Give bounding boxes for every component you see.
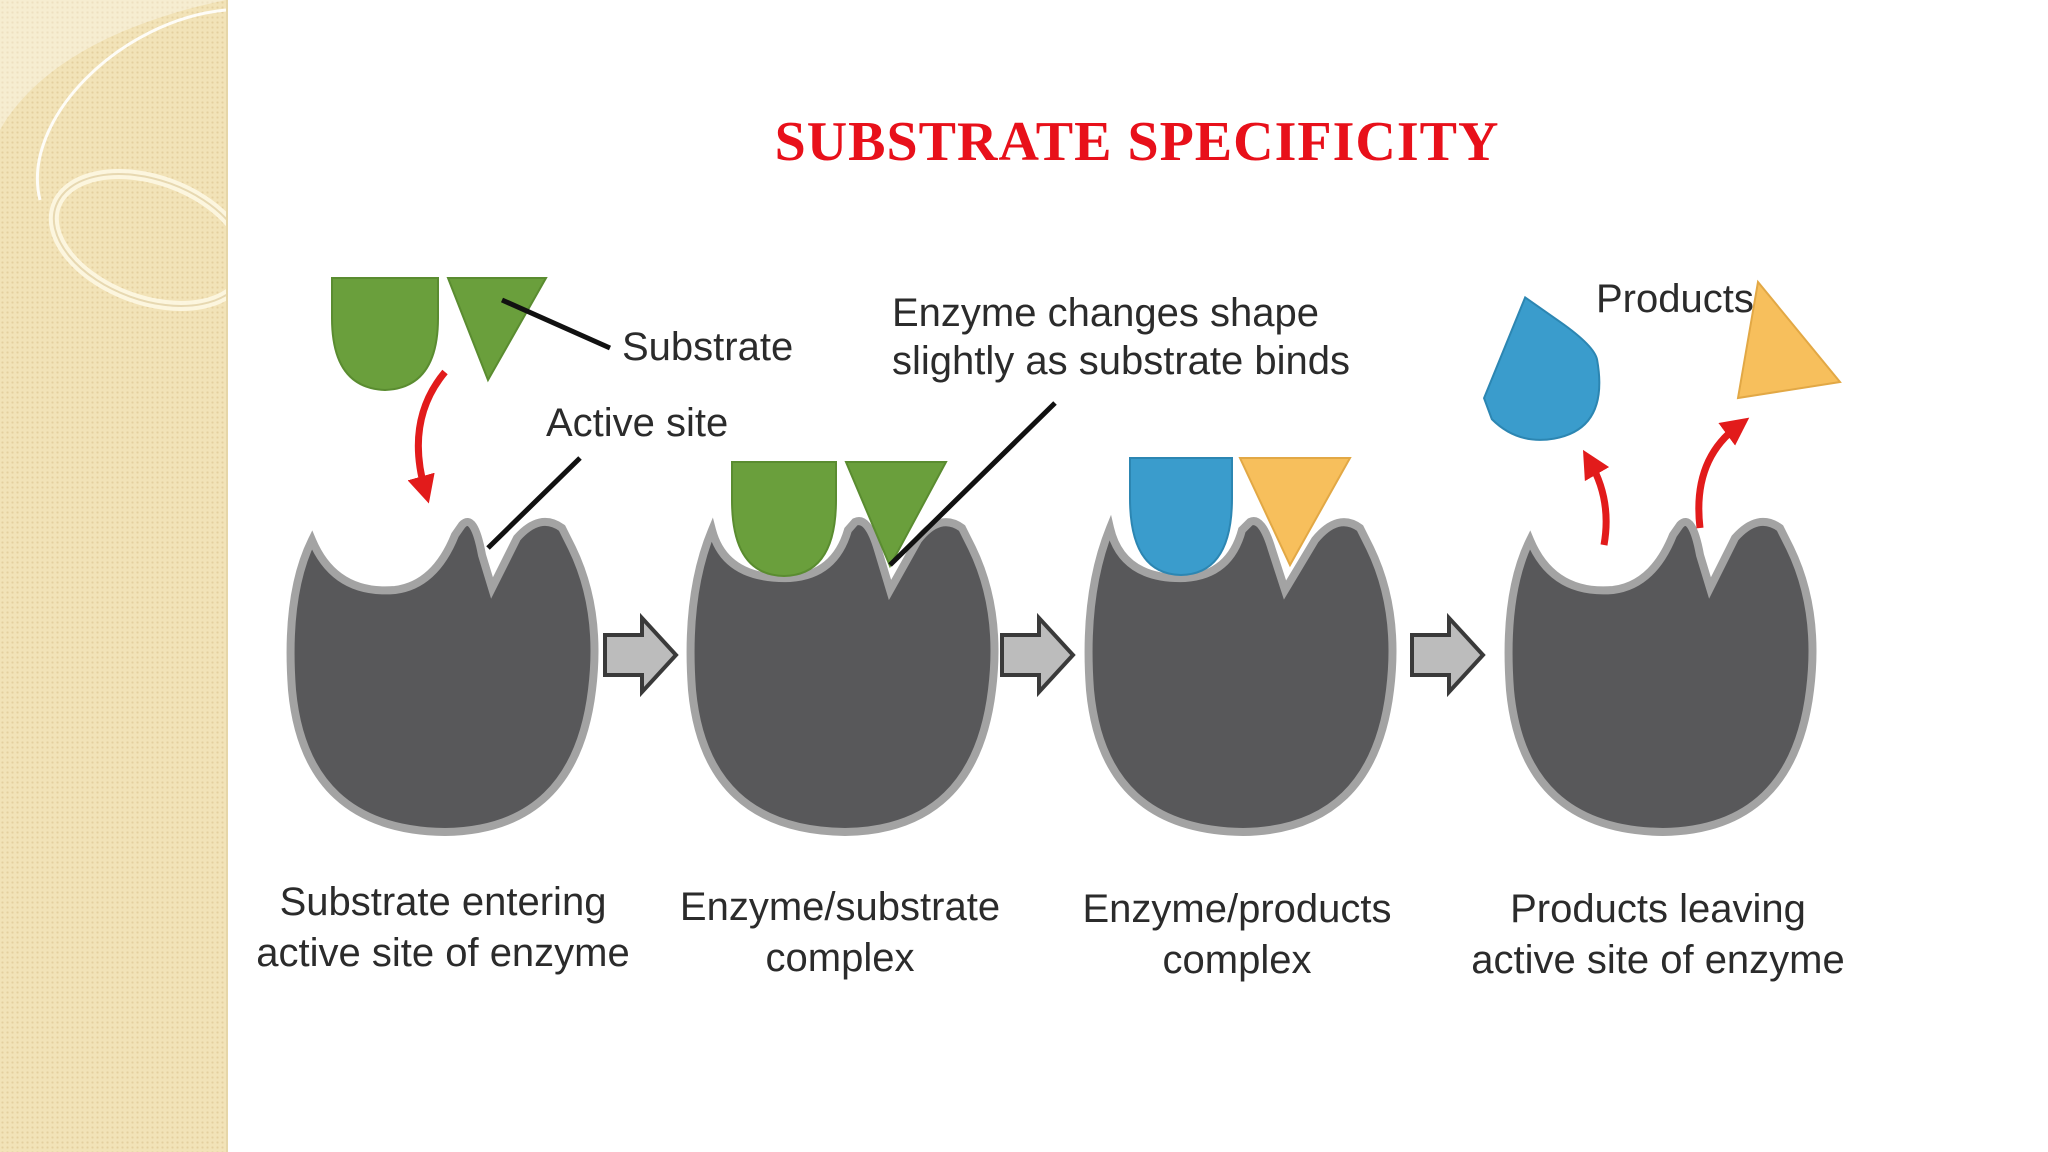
substrate-bound [731,461,948,578]
stage-4-caption-line1: Products leaving [1510,887,1806,931]
flow-arrow-2 [1000,612,1076,698]
decorative-side-panel [0,0,228,1152]
enzyme-changes-label-line2: slightly as substrate binds [892,339,1350,383]
stage-4-caption-line2: active site of enzyme [1471,938,1845,982]
red-arrow-substrate-entering [407,369,448,504]
product-blue-shape [1482,295,1601,441]
enzyme-stage-4 [1504,517,1817,837]
stage-2-caption-line1: Enzyme/substrate [680,885,1000,929]
flow-arrow-1 [603,612,679,698]
substrate-label: Substrate [622,325,793,369]
stage-3-caption-line2: complex [1163,938,1312,982]
substrate-shape [331,277,548,392]
enzyme-stage-1 [286,517,599,837]
red-arrow-product-leaving-left [1582,449,1610,546]
stage-3-caption-line1: Enzyme/products [1082,887,1391,931]
enzyme-stage-3 [1084,514,1397,837]
product-yellow-shape [1736,279,1842,400]
red-arrow-product-leaving-right [1695,417,1750,529]
substrate-pointer-line [500,297,612,351]
flow-arrow-3 [1410,612,1486,698]
enzyme-changes-pointer-line [888,401,1057,567]
active-site-label: Active site [546,401,728,445]
slide-title: SUBSTRATE SPECIFICITY [774,111,1500,173]
enzyme-stage-2 [686,517,999,837]
active-site-pointer-line [486,456,582,550]
products-label: Products [1596,277,1754,321]
stage-2-caption-line2: complex [766,936,915,980]
products-bound [1129,457,1352,577]
stage-1-caption-line2: active site of enzyme [256,931,630,975]
enzyme-changes-label-line1: Enzyme changes shape [892,291,1319,335]
stage-1-caption-line1: Substrate entering [280,880,607,924]
